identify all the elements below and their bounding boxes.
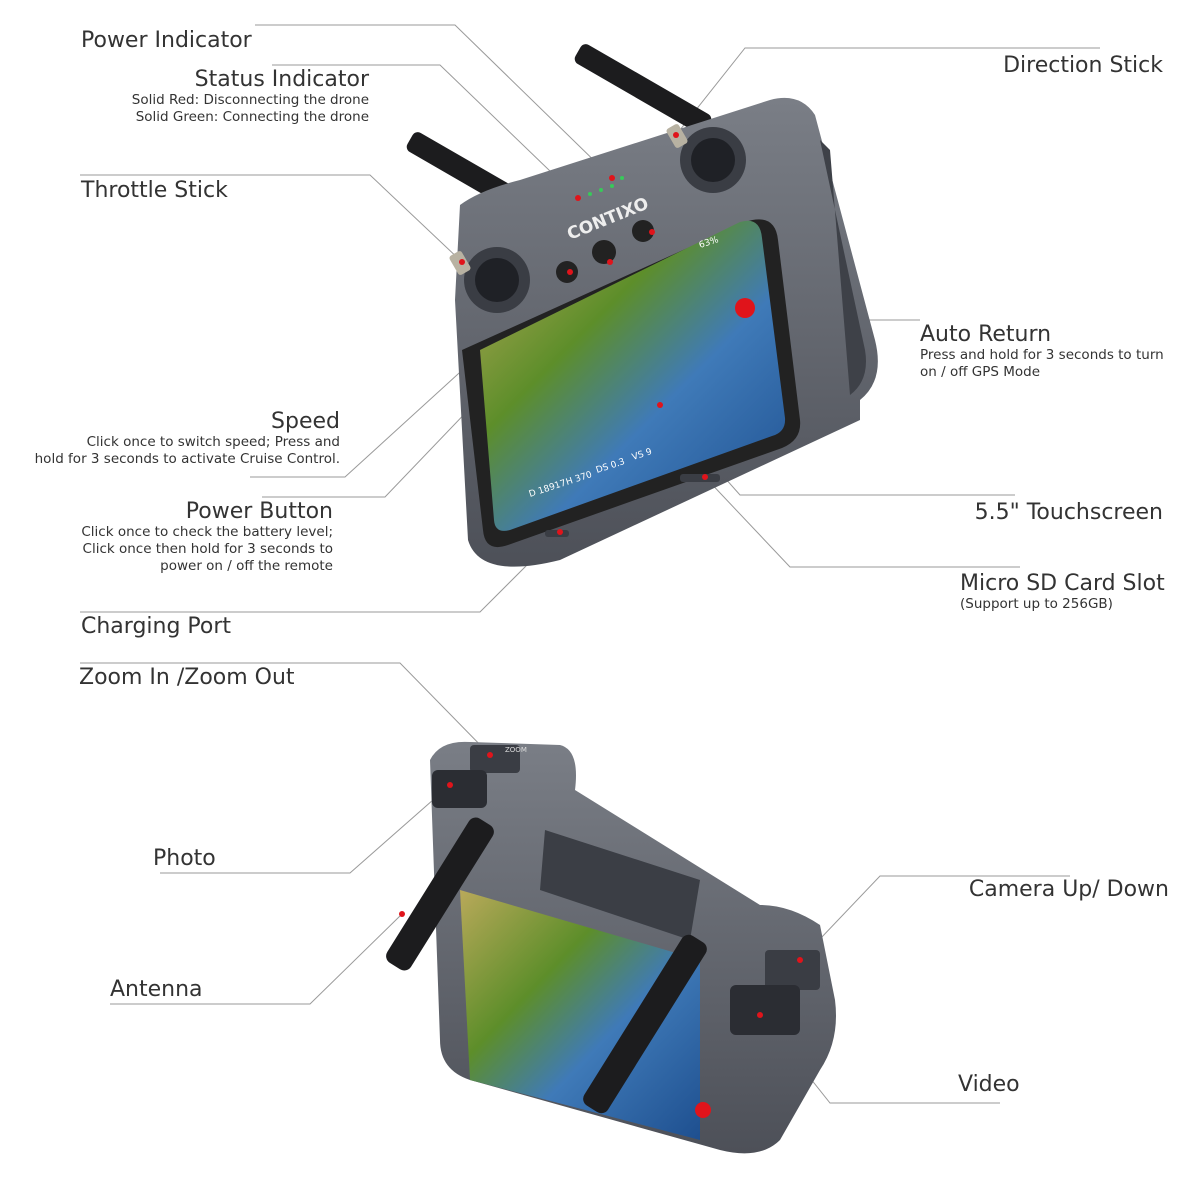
label-desc: Click once to switch speed; Press and bbox=[86, 434, 340, 450]
record-button-onscreen bbox=[735, 298, 755, 318]
controller-top-view: ZOOM bbox=[386, 741, 836, 1154]
label-desc: power on / off the remote bbox=[160, 558, 333, 574]
auto-return-button bbox=[632, 220, 654, 242]
label-desc: Click once to check the battery level; bbox=[81, 524, 333, 540]
touchscreen-side bbox=[460, 890, 700, 1140]
label-desc: Press and hold for 3 seconds to turn bbox=[920, 347, 1164, 363]
label-status-indicator: Status Indicator Solid Red: Disconnectin… bbox=[132, 67, 369, 126]
power-button bbox=[592, 240, 616, 264]
camera-dial bbox=[765, 950, 820, 990]
label-direction-stick: Direction Stick bbox=[1003, 53, 1163, 78]
label-title: Direction Stick bbox=[1003, 53, 1163, 78]
zoom-dial bbox=[470, 745, 520, 773]
label-title: Speed bbox=[271, 409, 340, 434]
label-title: Power Button bbox=[185, 499, 333, 524]
label-camera-updown: Camera Up/ Down bbox=[969, 877, 1169, 902]
label-desc: (Support up to 256GB) bbox=[960, 596, 1113, 612]
label-antenna: Antenna bbox=[110, 977, 203, 1002]
sd-card-slot bbox=[680, 474, 720, 482]
label-photo: Photo bbox=[153, 846, 216, 871]
zoom-dial-label: ZOOM bbox=[505, 746, 527, 754]
label-title: Antenna bbox=[110, 977, 203, 1002]
label-title: Zoom In /Zoom Out bbox=[79, 665, 295, 690]
label-auto-return: Auto Return Press and hold for 3 seconds… bbox=[920, 322, 1164, 381]
label-throttle-stick: Throttle Stick bbox=[81, 178, 228, 203]
video-button bbox=[730, 985, 800, 1035]
label-title: Status Indicator bbox=[194, 67, 369, 92]
label-title: Power Indicator bbox=[81, 28, 252, 53]
antenna-right bbox=[574, 44, 712, 134]
markers-bottom bbox=[399, 752, 803, 1018]
charging-port bbox=[545, 530, 569, 537]
label-title: Camera Up/ Down bbox=[968, 877, 1169, 902]
controller-front: D 18917 H 370 DS 0.3 VS 9 63% CONTIXO bbox=[406, 44, 878, 567]
label-desc: hold for 3 seconds to activate Cruise Co… bbox=[34, 451, 340, 467]
label-power-button: Power Button Click once to check the bat… bbox=[81, 499, 333, 575]
label-title: Throttle Stick bbox=[81, 178, 228, 203]
label-video: Video bbox=[958, 1072, 1020, 1097]
leader-lines bbox=[80, 24, 1100, 1104]
label-charging-port: Charging Port bbox=[81, 614, 231, 639]
label-desc: on / off GPS Mode bbox=[920, 364, 1041, 380]
label-title: 5.5" Touchscreen bbox=[974, 500, 1163, 525]
label-desc: Solid Red: Disconnecting the drone bbox=[131, 92, 369, 108]
label-sd-slot: Micro SD Card Slot (Support up to 256GB) bbox=[960, 571, 1165, 613]
vent-grille bbox=[540, 830, 700, 940]
label-title: Charging Port bbox=[81, 614, 232, 639]
antenna-right bbox=[583, 934, 707, 1114]
label-desc: Solid Green: Connecting the drone bbox=[135, 109, 369, 125]
label-title: Micro SD Card Slot bbox=[960, 571, 1165, 596]
photo-button bbox=[432, 770, 487, 808]
touchscreen-display bbox=[480, 220, 786, 531]
label-power-indicator: Power Indicator bbox=[81, 28, 252, 53]
markers bbox=[459, 132, 708, 535]
label-speed: Speed Click once to switch speed; Press … bbox=[35, 409, 340, 468]
label-touchscreen: 5.5" Touchscreen bbox=[975, 500, 1163, 525]
label-zoom: Zoom In /Zoom Out bbox=[79, 665, 295, 690]
label-title: Auto Return bbox=[920, 322, 1052, 347]
label-title: Photo bbox=[153, 846, 216, 871]
antenna-left bbox=[386, 817, 494, 971]
label-title: Video bbox=[958, 1072, 1020, 1097]
label-desc: Click once then hold for 3 seconds to bbox=[82, 541, 333, 557]
